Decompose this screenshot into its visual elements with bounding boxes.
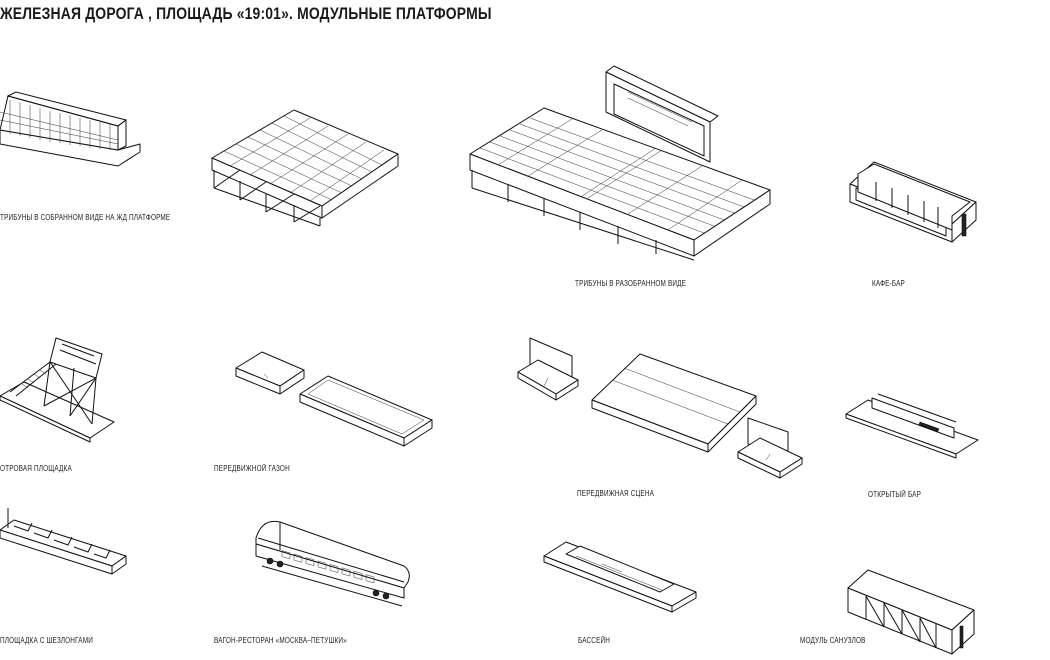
caption-cafe-bar: КАФЕ-БАР — [872, 279, 905, 288]
caption-dining-car: ВАГОН-РЕСТОРАН «МОСКВА–ПЕТУШКИ» — [214, 636, 347, 645]
observation-tower-icon — [0, 334, 116, 442]
stands-on-rail-platform-icon — [0, 92, 142, 174]
stage-platforms-icon — [516, 336, 806, 486]
deck-with-loungers-icon — [0, 508, 128, 580]
caption-tribunes-assembled: ТРИБУНЫ В СОБРАННОМ ВИДЕ НА ЖД ПЛАТФОРМЕ — [0, 213, 171, 222]
caption-observation-deck: ОТРОВАЯ ПЛОЩАДКА — [0, 464, 72, 473]
caption-mobile-stage: ПЕРЕДВИЖНАЯ СЦЕНА — [577, 489, 655, 498]
railway-carriage-icon — [252, 516, 414, 608]
sanitary-module-icon — [846, 566, 978, 656]
caption-mobile-lawn: ПЕРЕДВИЖНОЙ ГАЗОН — [214, 464, 290, 473]
grandstand-with-screen-icon — [468, 64, 774, 260]
caption-pool: БАССЕЙН — [578, 636, 611, 645]
glass-pavilion-icon — [846, 158, 978, 248]
bar-counter-icon — [844, 392, 980, 456]
caption-lounger-deck: ПЛОЩАДКА С ШЕЗЛОНГАМИ — [0, 636, 93, 645]
caption-open-bar: ОТКРЫТЫЙ БАР — [868, 490, 922, 499]
caption-tribunes-disassembled: ТРИБУНЫ В РАЗОБРАННОМ ВИДЕ — [575, 279, 687, 288]
lawn-slabs-icon — [234, 350, 434, 448]
caption-sanitary: МОДУЛЬ САНУЗЛОВ — [800, 636, 866, 645]
pool-platform-icon — [542, 540, 698, 614]
page-title: ЖЕЛЕЗНАЯ ДОРОГА , ПЛОЩАДЬ «19:01». МОДУЛ… — [0, 4, 492, 23]
covered-grandstand-icon — [210, 108, 400, 226]
